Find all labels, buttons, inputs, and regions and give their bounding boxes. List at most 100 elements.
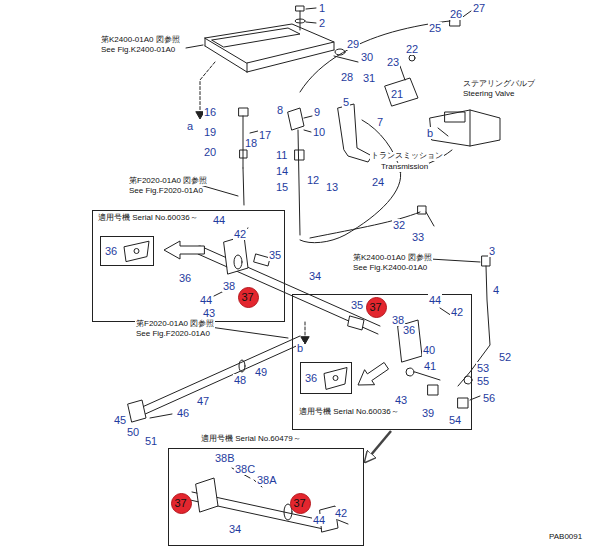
inset-part — [324, 368, 347, 390]
part-outline — [305, 322, 306, 338]
part-outline — [140, 336, 300, 408]
part-outline — [295, 150, 304, 160]
callout-number: 10 — [312, 126, 326, 138]
reference-note: Transmission — [380, 163, 429, 172]
part-outline — [385, 78, 418, 106]
part-outline — [409, 55, 415, 61]
part-outline — [430, 259, 480, 262]
callout-number: 51 — [144, 435, 158, 447]
callout-number: 38 — [222, 280, 236, 292]
serial-range-frame: 適用号機 Serial No.60479～3737 — [168, 434, 364, 546]
part-outline — [243, 168, 244, 205]
callout-number: b — [296, 342, 304, 354]
callout-number: 26 — [449, 8, 463, 20]
callout-number: 12 — [306, 174, 320, 186]
callout-number: 34 — [228, 523, 242, 535]
serial-range-frame: 適用号機 Serial No.60036～3637 — [92, 210, 285, 322]
callout-number: 39 — [421, 407, 435, 419]
callout-number: 38C — [234, 463, 256, 475]
part-outline — [247, 63, 248, 72]
part-outline — [430, 110, 500, 146]
part-outline — [250, 131, 258, 133]
part-outline — [300, 120, 401, 243]
callout-number: 40 — [422, 344, 436, 356]
callout-number: 42 — [233, 228, 247, 240]
part-outline — [334, 56, 358, 62]
callout-number: a — [186, 120, 194, 132]
reference-note: PAB0091 — [548, 533, 583, 542]
reference-note: ステアリングバルブ — [462, 80, 536, 89]
part-outline — [298, 130, 300, 235]
callout-number: 44 — [212, 214, 226, 226]
part-outline — [310, 212, 420, 238]
part-outline — [205, 38, 206, 46]
part-outline — [234, 255, 242, 269]
callout-number: 27 — [472, 2, 486, 14]
part-outline — [426, 212, 434, 226]
callout-number: 9 — [313, 106, 321, 118]
callout-number: 33 — [411, 231, 425, 243]
part-outline — [240, 150, 247, 158]
callout-number: 19 — [203, 126, 217, 138]
part-outline — [239, 108, 248, 116]
frame-border — [168, 448, 364, 546]
serial-range-heading: 適用号機 Serial No.60036～ — [298, 407, 400, 416]
callout-number: 1 — [318, 2, 326, 14]
part-outline — [334, 42, 335, 50]
reference-note: See Fig.K2400-01A0 — [100, 46, 176, 55]
part-outline — [338, 104, 372, 162]
reference-note: 第F2020-01A0 図参照 — [135, 320, 215, 329]
callout-number: 15 — [275, 181, 289, 193]
part-outline — [143, 343, 303, 415]
part-outline — [150, 414, 172, 418]
callout-number: 18 — [244, 137, 258, 149]
part-outline — [482, 256, 490, 266]
callout-number: 24 — [371, 176, 385, 188]
part-outline — [288, 108, 304, 130]
callout-number: 3 — [488, 245, 496, 257]
callout-number: 43 — [394, 394, 408, 406]
callout-number: 17 — [258, 129, 272, 141]
part-outline — [464, 376, 472, 384]
highlight-callout: 37 — [238, 287, 259, 308]
callout-number: 2 — [318, 17, 326, 29]
inset-part — [124, 241, 149, 261]
circle-fill — [238, 287, 258, 307]
serial-range-heading: 適用号機 Serial No.60479～ — [200, 434, 302, 443]
part-outline — [200, 185, 238, 196]
part-outline — [210, 327, 288, 338]
callout-number: 44 — [199, 294, 213, 306]
part-outline — [295, 19, 305, 23]
callout-number: 36 — [105, 245, 117, 258]
callout-number: 37 — [294, 497, 306, 510]
part-outline — [247, 50, 334, 72]
highlight-callout: 37 — [290, 493, 311, 514]
callout-number: 13 — [325, 181, 339, 193]
part-outline — [205, 24, 334, 63]
callout-number: 42 — [334, 507, 348, 519]
part-outline — [196, 478, 218, 512]
callout-number: 22 — [405, 43, 419, 55]
callout-number: 47 — [196, 395, 210, 407]
callout-number: 16 — [203, 106, 217, 118]
part-outline — [415, 372, 440, 380]
callout-number: 37 — [242, 291, 254, 304]
part-outline — [205, 46, 247, 72]
part-outline — [348, 316, 364, 330]
reference-note: Steering Valve — [462, 90, 515, 99]
callout-number: 5 — [342, 96, 350, 108]
callout-number: 55 — [476, 375, 490, 387]
callout-number: 36 — [305, 372, 317, 385]
callout-number: 25 — [428, 22, 442, 34]
callout-number: 4 — [492, 284, 500, 296]
callout-number: 45 — [113, 414, 127, 426]
callout-number: 35 — [350, 299, 364, 311]
callout-number: 29 — [346, 38, 360, 50]
callout-number: 21 — [390, 88, 404, 100]
inset-part-hole — [134, 249, 139, 254]
detail-inset-box: 36 — [300, 362, 352, 394]
callout-number: 7 — [376, 116, 384, 128]
part-outline — [224, 236, 248, 274]
part-outline — [458, 266, 490, 386]
